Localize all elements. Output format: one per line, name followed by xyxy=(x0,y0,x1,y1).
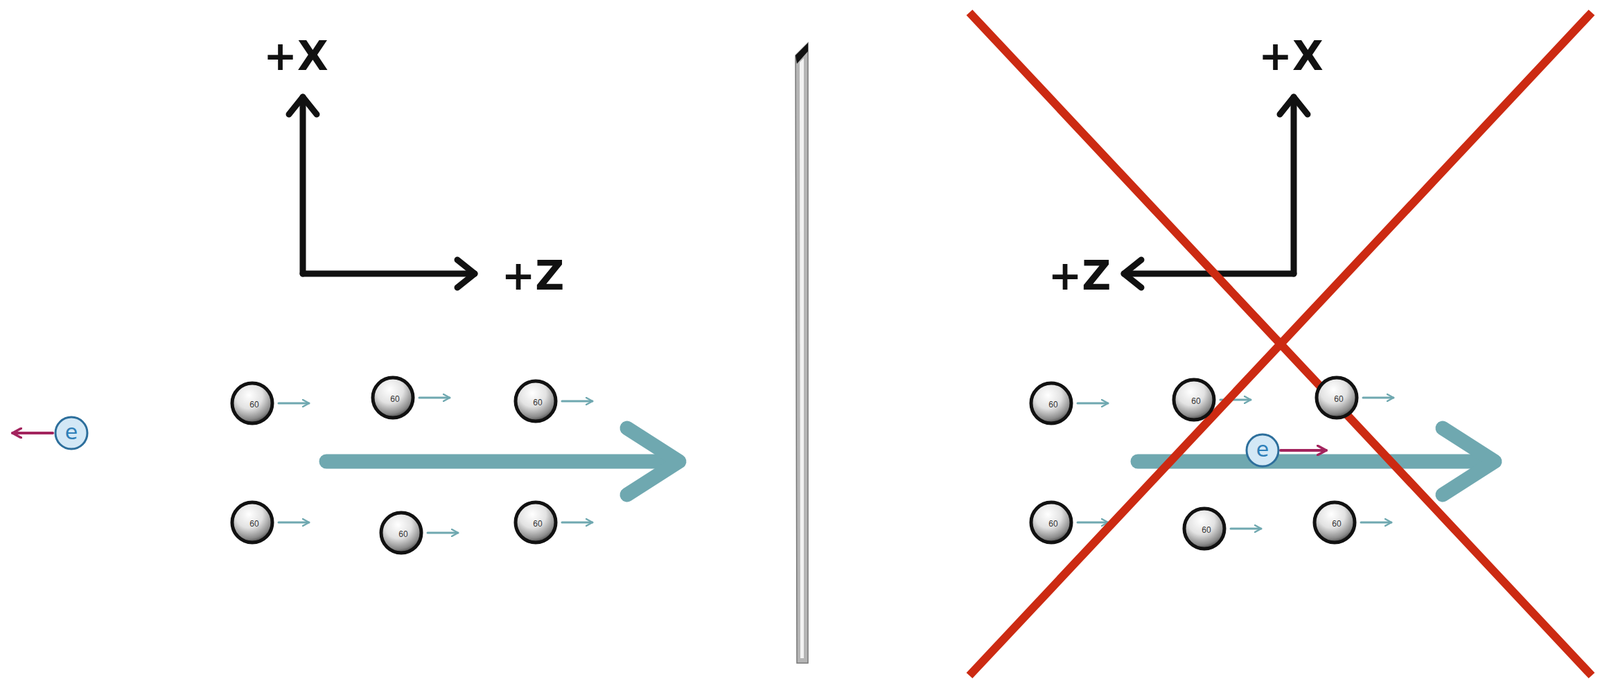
x-axis-head xyxy=(1279,97,1308,115)
isotope-number: 60 xyxy=(249,400,259,409)
nucleus-outline xyxy=(515,381,556,422)
spin-arrow-left xyxy=(326,428,680,495)
nucleus-ball: 60 xyxy=(1182,506,1227,551)
spin-arrow xyxy=(561,400,593,403)
z-axis xyxy=(302,270,475,278)
arrow-head xyxy=(627,428,680,495)
axis-label: +X xyxy=(1258,36,1323,77)
isotope-number: 60 xyxy=(249,519,259,529)
nucleus-outline xyxy=(1031,383,1072,424)
nucleus-ball: 60 xyxy=(370,375,416,420)
isotope-number: 60 xyxy=(1048,400,1058,409)
mirror-tip xyxy=(795,42,808,64)
nucleus-outline xyxy=(381,512,422,553)
isotope-number: 60 xyxy=(1048,519,1058,529)
nucleus-ball: 60 xyxy=(513,379,558,424)
nucleus-ball: 60 xyxy=(1314,375,1359,420)
electron-symbol: e xyxy=(65,422,78,443)
arrow-shaft xyxy=(1137,454,1492,470)
nucleus-ball: 60 xyxy=(230,381,275,426)
mirror-edge xyxy=(795,42,808,664)
axes-right xyxy=(1123,97,1308,288)
nucleus-outline xyxy=(515,502,556,543)
electron-arrows xyxy=(12,433,1327,451)
isotope-number: 60 xyxy=(532,519,542,529)
z-axis-head xyxy=(1123,259,1142,288)
forbidden-cross xyxy=(969,12,1592,676)
spin-arrow xyxy=(1360,521,1392,524)
isotope-number: 60 xyxy=(1333,394,1343,404)
z-axis-head xyxy=(457,259,475,288)
nucleus-ball: 60 xyxy=(1312,500,1357,545)
nucleus-outline xyxy=(1316,377,1357,418)
nucleus-spin-arrows xyxy=(278,397,1394,533)
axis-label: +Z xyxy=(501,255,565,296)
axes-left xyxy=(288,97,475,288)
arrow-head xyxy=(1442,428,1495,495)
nucleus-outline xyxy=(372,377,413,418)
spin-arrow xyxy=(1363,397,1394,400)
nucleus-outline xyxy=(1314,502,1355,543)
isotope-number: 60 xyxy=(1201,525,1211,535)
electron-circle: e xyxy=(54,415,89,451)
isotope-number: 60 xyxy=(390,394,400,404)
nucleus-outline xyxy=(232,502,273,543)
electron-outline xyxy=(1246,434,1279,467)
axis-label: +Z xyxy=(1048,255,1112,296)
cross-stroke xyxy=(969,12,1592,676)
spin-arrow xyxy=(1077,521,1109,524)
electron-arrow xyxy=(12,431,53,435)
nucleus-ball: 60 xyxy=(379,510,424,556)
nucleus-ball: 60 xyxy=(513,500,558,545)
nucleus-ball: 60 xyxy=(230,500,275,545)
isotope-number: 60 xyxy=(1331,519,1341,529)
spin-arrow xyxy=(427,532,459,535)
isotope-number: 60 xyxy=(1191,397,1201,406)
electron-symbol: e xyxy=(1256,439,1269,461)
electron-outline xyxy=(55,417,88,450)
electron-arrow xyxy=(1280,449,1327,452)
mirror xyxy=(795,42,808,664)
spin-arrow xyxy=(278,521,310,524)
isotope-number: 60 xyxy=(532,398,542,407)
nucleus-ball: 60 xyxy=(1029,381,1074,426)
nucleus-ball: 60 xyxy=(1029,500,1074,545)
mirror-highlight xyxy=(799,58,804,659)
arrow-shaft xyxy=(326,454,676,470)
x-axis xyxy=(1290,97,1298,274)
spin-arrow xyxy=(278,402,310,405)
spin-arrow xyxy=(1230,528,1262,531)
axis-label: +X xyxy=(263,36,328,77)
nucleus-outline xyxy=(1173,379,1215,420)
electron-circle: e xyxy=(1245,433,1280,468)
nucleus-outline xyxy=(1184,508,1225,549)
spin-arrow xyxy=(561,521,593,524)
x-axis xyxy=(300,97,307,274)
nucleus-ball: 60 xyxy=(1171,377,1217,423)
nucleus-outline xyxy=(1031,502,1072,543)
nucleus-outline xyxy=(232,383,273,424)
x-axis-head xyxy=(288,97,317,115)
spin-arrow xyxy=(1077,402,1109,405)
cross-stroke xyxy=(969,12,1592,676)
isotope-number: 60 xyxy=(398,530,408,539)
spin-arrow xyxy=(419,397,450,400)
